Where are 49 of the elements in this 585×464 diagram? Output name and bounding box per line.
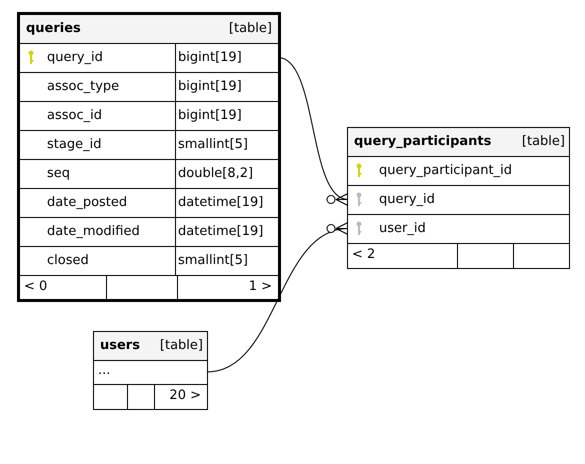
column-name: assoc_type [47, 79, 120, 95]
table-row [20, 188, 278, 217]
table-name: users [100, 338, 140, 354]
table-row [20, 43, 278, 72]
column-name: date_modified [47, 224, 140, 240]
table-footer-row [94, 384, 207, 409]
column-type: double[8,2] [178, 166, 254, 182]
column-type: bigint[19] [178, 108, 242, 124]
table-footer-row [348, 243, 569, 268]
table-type-label: [table] [228, 21, 272, 37]
table-row [94, 360, 207, 384]
column-name: date_posted [47, 195, 128, 211]
column-type: smallint[5] [178, 253, 248, 269]
table-box [17, 12, 281, 302]
relationship-line [206, 222, 350, 372]
column-name: query_id [379, 192, 435, 208]
column-type: smallint[5] [178, 137, 248, 153]
table-box [93, 331, 208, 410]
column-type: bigint[19] [178, 79, 242, 95]
table-row [20, 101, 278, 130]
table-row [20, 72, 278, 101]
column-name: assoc_id [47, 108, 102, 124]
table-footer-row [20, 275, 278, 299]
table-row [348, 156, 569, 185]
table-name: query_participants [354, 134, 492, 150]
table-row [348, 214, 569, 243]
table-row [20, 130, 278, 159]
table-name: queries [26, 21, 81, 37]
table-row [348, 185, 569, 214]
column-name: closed [47, 253, 89, 269]
table-type-label: [table] [160, 338, 203, 354]
row-count: < 2 [352, 247, 376, 263]
column-name: stage_id [47, 137, 102, 153]
row-count: 20 > [169, 388, 201, 404]
column-name: seq [47, 166, 70, 182]
column-type: datetime[19] [178, 195, 264, 211]
table-type-label: [table] [522, 134, 565, 150]
row-count: 1 > [248, 279, 272, 295]
more-columns-ellipsis: ... [98, 363, 110, 379]
column-name: query_id [47, 50, 103, 66]
table-row [20, 159, 278, 188]
column-type: bigint[19] [178, 50, 242, 66]
table-box [347, 127, 570, 269]
row-count: < 0 [24, 279, 48, 295]
column-type: datetime[19] [178, 224, 264, 240]
table-row [20, 217, 278, 246]
table-row [20, 246, 278, 275]
column-name: query_participant_id [379, 163, 512, 179]
column-name: user_id [379, 221, 426, 237]
